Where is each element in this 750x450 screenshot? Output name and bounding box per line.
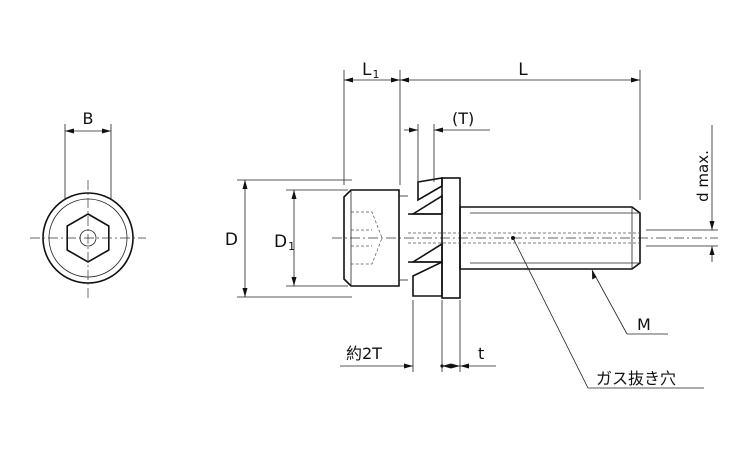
vent-label: ガス抜き穴 xyxy=(596,369,676,388)
b-arrow-right xyxy=(102,128,111,134)
m-leader-arrow xyxy=(592,270,597,280)
d1-arrow-top xyxy=(291,190,297,199)
approx2t-arrow-right xyxy=(442,363,451,369)
spring-washer-lower-body xyxy=(410,242,443,263)
spring-washer-bottom-tip xyxy=(412,260,443,297)
l1-arrow-left xyxy=(344,77,353,83)
d-arrow-bottom xyxy=(242,288,248,297)
l-arrow-right xyxy=(631,77,640,83)
t-label: t xyxy=(478,344,484,363)
m-leader xyxy=(591,269,628,335)
vent-leader xyxy=(512,237,589,389)
l-label: L xyxy=(518,60,528,80)
t-paren-label: (T) xyxy=(452,109,474,128)
d1-arrow-bottom xyxy=(291,277,297,286)
l1-label: L1 xyxy=(362,60,379,81)
spring-washer xyxy=(410,177,443,297)
l-arrow-left xyxy=(400,77,409,83)
dmax-label: d max. xyxy=(694,150,712,202)
dimensions: D D1 L1 L (T) d max. xyxy=(225,60,718,389)
end-view: B xyxy=(30,109,146,298)
l1-arrow-right xyxy=(391,77,400,83)
dmax-arrow-top xyxy=(709,221,715,230)
d1-label-main: D xyxy=(274,232,287,252)
approx2t-dot xyxy=(440,364,444,368)
b-label: B xyxy=(83,109,94,128)
d-arrow-top xyxy=(242,180,248,189)
d-label: D xyxy=(225,230,238,250)
d1-label-sub: 1 xyxy=(288,240,295,253)
t-paren-arrow-left xyxy=(409,127,418,133)
t-arrow-left xyxy=(451,363,460,369)
approx2t-arrow-left xyxy=(404,363,413,369)
t-arrow-right xyxy=(460,363,469,369)
b-arrow-left xyxy=(65,128,74,134)
l1-label-main: L xyxy=(362,60,372,80)
spring-washer-top-tip xyxy=(417,177,443,202)
dmax-arrow-bottom xyxy=(709,246,715,255)
side-view xyxy=(332,177,718,299)
approx2t-label: 約2T xyxy=(346,344,382,363)
t-paren-arrow-right xyxy=(434,127,443,133)
d1-label: D1 xyxy=(274,232,295,253)
l1-label-sub: 1 xyxy=(372,68,379,81)
m-label: M xyxy=(637,315,651,334)
